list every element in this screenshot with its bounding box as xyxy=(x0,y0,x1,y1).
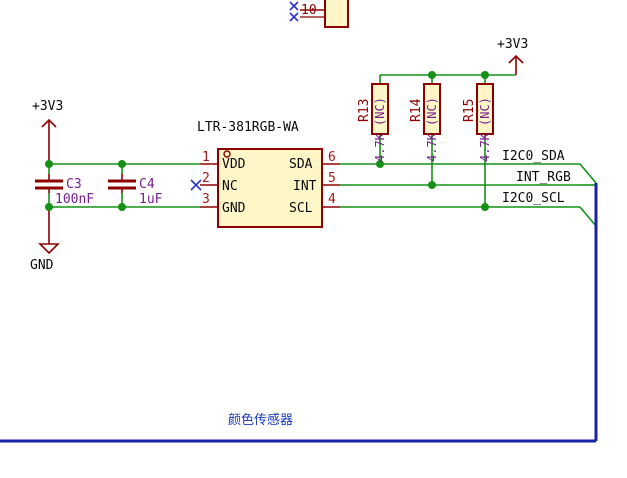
resistor-extra: (NC) xyxy=(373,97,387,126)
resistor-ref: R13 xyxy=(357,99,372,122)
resistor-extra: (NC) xyxy=(478,97,492,126)
capacitor-value: 100nF xyxy=(55,192,94,207)
resistor-r13: R13 (NC) 4.7K xyxy=(357,83,389,162)
ground-icon xyxy=(38,243,60,255)
pin-number: 1 xyxy=(202,150,210,165)
pin-name: VDD xyxy=(222,157,246,172)
resistor-r15: R15 (NC) 4.7K xyxy=(462,83,494,162)
pin-name: NC xyxy=(222,179,238,194)
junction-dot xyxy=(428,71,436,79)
power-port-left: +3V3 xyxy=(32,99,63,164)
junction-dot xyxy=(118,203,126,211)
pin-number: 4 xyxy=(328,192,336,207)
resistor-ref: R14 xyxy=(409,98,424,122)
junction-dot xyxy=(45,203,53,211)
pin-number: 5 xyxy=(328,171,336,186)
capacitor-value: 1uF xyxy=(139,192,163,207)
pin-name: SDA xyxy=(289,157,313,172)
pin-number: 2 xyxy=(202,171,210,186)
junctions xyxy=(45,71,489,211)
capacitor-c3: C3 100nF xyxy=(35,174,94,207)
bus xyxy=(0,183,598,443)
net-label-scl: I2C0_SCL xyxy=(502,191,565,206)
junction-dot xyxy=(428,181,436,189)
ic-body xyxy=(217,148,323,228)
net-labels: I2C0_SDA INT_RGB I2C0_SCL xyxy=(502,149,571,206)
top-connector: 10 xyxy=(289,0,349,28)
resistor-value: 4.7K xyxy=(425,132,439,162)
sheet-title: 颜色传感器 xyxy=(228,412,293,428)
resistor-value: 4.7K xyxy=(373,132,387,162)
ic-ltr-381rgb-wa: LTR-381RGB-WA 1 2 3 VDD NC GND 6 5 4 SDA… xyxy=(190,120,340,228)
junction-dot xyxy=(481,203,489,211)
bus-entries xyxy=(579,163,597,227)
ground-symbol: GND xyxy=(30,207,60,273)
resistor-ref: R15 xyxy=(462,99,477,122)
connector-pin-number: 10 xyxy=(301,3,317,18)
pin1-marker-icon xyxy=(223,150,231,158)
pin-name: INT xyxy=(293,179,317,194)
power-port-right: +3V3 xyxy=(497,37,528,75)
capacitor-ref: C4 xyxy=(139,177,155,192)
resistor-r14: R14 (NC) 4.7K xyxy=(409,83,441,162)
no-connect-icon xyxy=(190,179,202,191)
no-connect-icon xyxy=(289,1,299,22)
resistor-extra: (NC) xyxy=(425,97,439,126)
ic-part-name: LTR-381RGB-WA xyxy=(197,120,299,135)
net-label-int: INT_RGB xyxy=(516,170,571,185)
connector-body xyxy=(324,0,349,28)
power-port-label: +3V3 xyxy=(32,99,63,114)
pin-name: GND xyxy=(222,201,246,216)
junction-dot xyxy=(45,160,53,168)
capacitor-ref: C3 xyxy=(66,177,82,192)
power-port-label: +3V3 xyxy=(497,37,528,52)
junction-dot xyxy=(481,71,489,79)
pin-name: SCL xyxy=(289,201,313,216)
capacitor-c4: C4 1uF xyxy=(108,174,163,207)
resistor-value: 4.7K xyxy=(478,132,492,162)
junction-dot xyxy=(376,160,384,168)
pin-number: 3 xyxy=(202,192,210,207)
net-label-sda: I2C0_SDA xyxy=(502,149,565,164)
ground-label: GND xyxy=(30,258,54,273)
pin-number: 6 xyxy=(328,150,336,165)
junction-dot xyxy=(118,160,126,168)
